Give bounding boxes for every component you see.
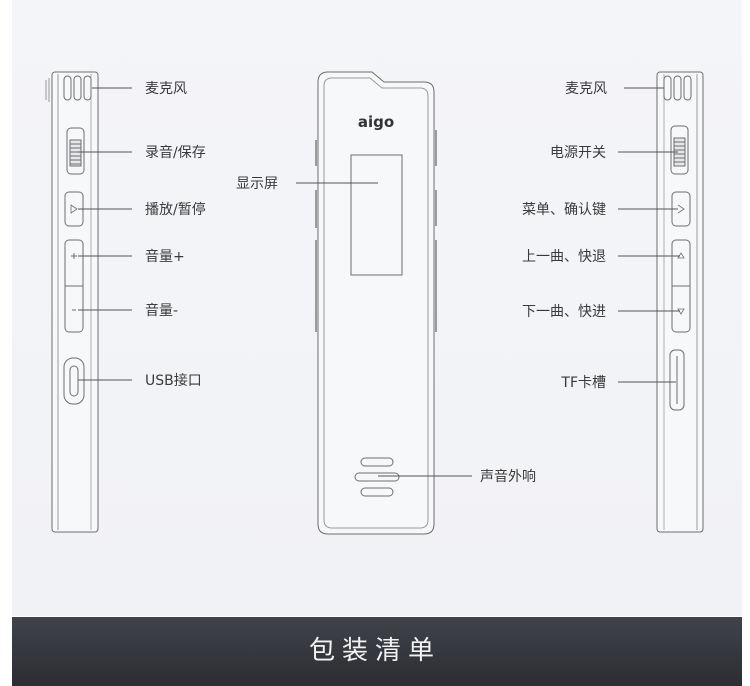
right-side-view [618,71,704,533]
label-volume-down: 音量- [145,302,178,319]
speaker-grille-icon [354,457,400,497]
label-volume-up: 音量+ [145,248,185,265]
right-leader-lines [618,87,680,383]
usb-port-icon [63,357,85,405]
volume-rocker-icon [64,239,84,333]
tf-card-slot-icon [669,349,685,411]
label-speaker: 声音外响 [480,468,536,485]
center-leader-lines [296,182,472,477]
label-usb-port: USB接口 [145,372,202,389]
microphone-icon [63,75,92,101]
label-left-microphone: 麦克风 [145,81,187,97]
label-prev-rewind: 上一曲、快退 [522,249,606,265]
left-side-view [45,71,132,533]
track-rocker-icon [671,239,691,333]
record-switch-icon [66,127,85,175]
front-view [296,71,472,535]
device-diagram: 麦克风 录音/保存 播放/暂停 音量+ 音量- USB接口 aigo 显示屏 声… [45,71,704,535]
label-display: 显示屏 [236,176,278,192]
label-record-save: 录音/保存 [145,144,206,161]
power-switch-icon [670,125,689,175]
label-power-switch: 电源开关 [550,145,606,161]
label-play-pause: 播放/暂停 [145,201,206,218]
display-screen-icon [350,154,403,276]
label-menu-confirm: 菜单、确认键 [522,202,606,218]
label-next-forward: 下一曲、快进 [522,304,606,320]
label-right-microphone: 麦克风 [565,81,607,97]
label-tf-slot: TF卡槽 [560,375,606,391]
microphone-icon [663,75,692,101]
banner-title: 包装清单 [308,636,441,666]
aigo-logo: aigo [358,113,394,131]
left-leader-lines [78,87,132,381]
package-list-banner [12,617,742,686]
